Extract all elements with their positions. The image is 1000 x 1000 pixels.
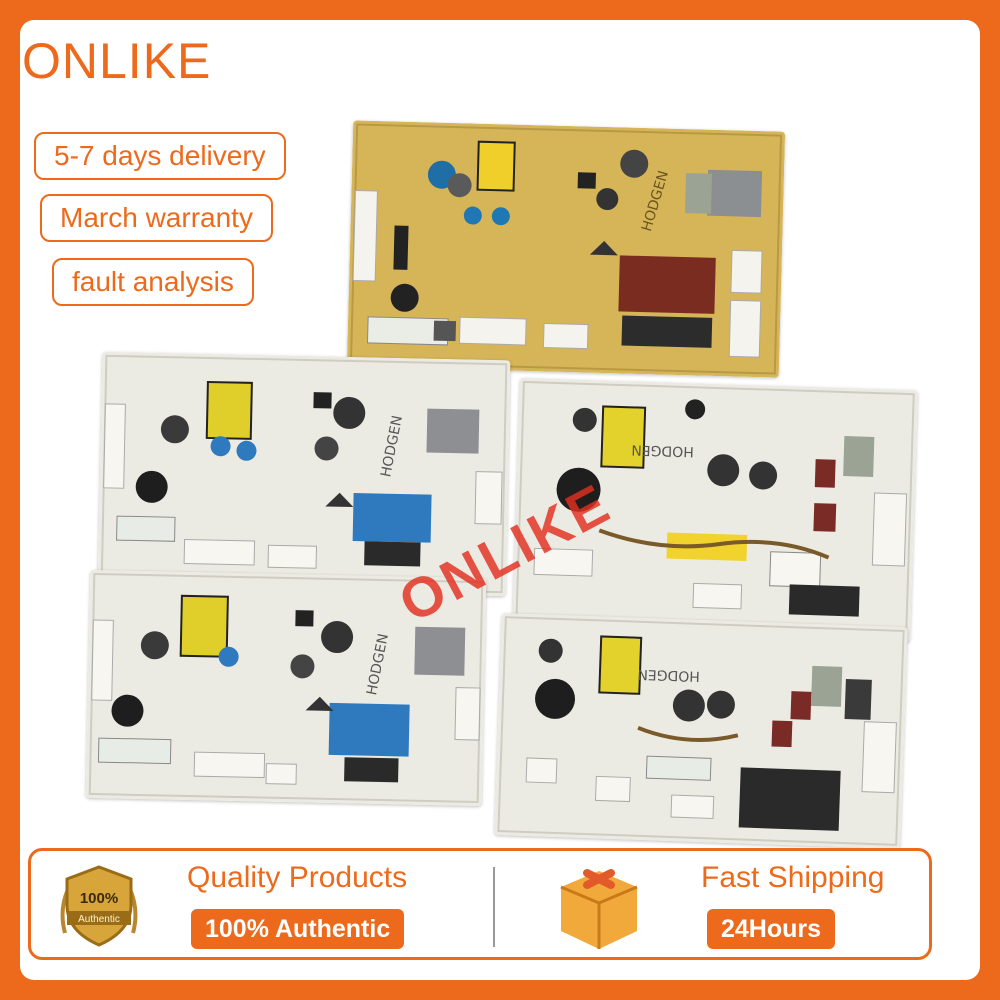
quality-products-title: Quality Products (187, 861, 408, 894)
badge-fault-analysis: fault analysis (52, 258, 254, 306)
fast-shipping-title: Fast Shipping (701, 861, 885, 894)
features-banner: 100% Authentic Quality Products 100% Aut… (28, 848, 932, 960)
package-box-icon (560, 869, 638, 949)
authentic-seal-icon: 100% Authentic (60, 865, 138, 947)
control-board-white-2: HODGEN (512, 377, 918, 643)
badge-delivery: 5-7 days delivery (34, 132, 286, 180)
seal-authentic-text: Authentic (78, 914, 120, 925)
shipping-time-tag: 24Hours (707, 909, 836, 949)
control-board-white-4: HODGEN (494, 612, 908, 850)
brand-title: ONLIKE (22, 33, 212, 89)
board-label: HODGEN (631, 441, 694, 459)
control-board-white-3: HODGEN (85, 569, 487, 807)
badge-warranty: March warranty (40, 194, 273, 242)
seal-percent-text: 100% (80, 890, 118, 907)
divider (493, 867, 495, 947)
control-board-white-1: HODGEN (97, 351, 511, 597)
board-label: HODGEN (637, 666, 700, 684)
control-board-yellow: HODGEN (346, 120, 786, 378)
authentic-tag: 100% Authentic (191, 909, 405, 949)
